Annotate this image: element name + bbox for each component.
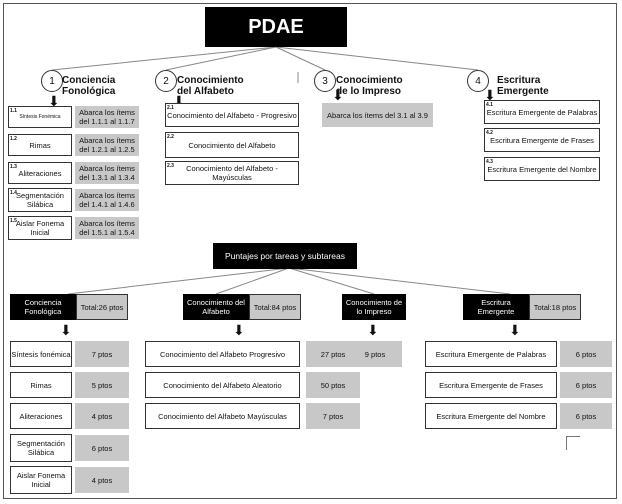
score-item-points: 4 ptos — [75, 467, 129, 493]
score-item-points: 9 ptos — [348, 341, 402, 367]
category-label: Conciencia Fonológica — [62, 75, 116, 97]
arrow-down-icon: ⬇ — [332, 87, 344, 103]
arrow-down-icon: ⬇ — [509, 322, 521, 338]
score-item-label: Aliteraciones — [10, 403, 72, 429]
connector-line — [275, 46, 479, 71]
score-item-points: 50 ptos — [306, 372, 360, 398]
score-item-points: 4 ptos — [75, 403, 129, 429]
score-group-label: Conciencia Fonológica — [10, 294, 76, 320]
arrow-down-icon: ⬇ — [173, 93, 185, 109]
item-range: Abarca los ítems del 3.1 al 3.9 — [322, 103, 433, 127]
category-label: Conocimiento del Alfabeto — [177, 75, 244, 97]
item-range: Abarca los ítems del 1.5.1 al 1.5.4 — [75, 217, 139, 239]
item-range: Abarca los ítems del 1.4.1 al 1.4.6 — [75, 189, 139, 211]
score-item-label: Conocimiento del Alfabeto Aleatorio — [145, 372, 300, 398]
connector-line — [51, 46, 277, 71]
arrow-down-icon: ⬇ — [484, 87, 496, 103]
connector-line — [67, 267, 290, 295]
score-item-points: 7 ptos — [75, 341, 129, 367]
score-item-points: 6 ptos — [560, 341, 612, 367]
score-group-total: Total:26 ptos — [76, 294, 128, 320]
score-item-label: Conocimiento del Alfabeto Mayúsculas — [145, 403, 300, 429]
score-item-label: Escritura Emergente de Palabras — [425, 341, 557, 367]
connector-line — [215, 267, 290, 295]
score-item-label: Escritura Emergente del Nombre — [425, 403, 557, 429]
arrow-down-icon: ⬇ — [367, 322, 379, 338]
score-group-total: Total:84 ptos — [249, 294, 301, 320]
score-group-label: Conocimiento del Alfabeto — [183, 294, 249, 320]
category-label: Escritura Emergente — [497, 75, 549, 97]
arrow-down-icon: ⬇ — [48, 93, 60, 109]
category-number: 3 — [314, 70, 336, 92]
connector-line — [275, 46, 326, 71]
score-item-label: Síntesis fonémica — [10, 341, 72, 367]
connector-line — [165, 46, 277, 71]
score-item-points: 5 ptos — [75, 372, 129, 398]
score-item-points: 6 ptos — [560, 403, 612, 429]
connector-line — [288, 267, 375, 295]
arrow-down-icon: ⬇ — [60, 322, 72, 338]
corner-mark — [566, 436, 580, 450]
score-item-label: Segmentación Silábica — [10, 434, 72, 462]
score-item-points: 6 ptos — [560, 372, 612, 398]
category-number: 4 — [467, 70, 489, 92]
category-number: 1 — [41, 70, 63, 92]
page-title: PDAE — [205, 7, 347, 47]
score-item-label: Aislar Fonema Inicial — [10, 466, 72, 494]
arrow-down-icon: ⬇ — [233, 322, 245, 338]
scores-banner: Puntajes por tareas y subtareas — [213, 243, 357, 269]
item-range: Abarca los ítems del 1.1.1 al 1.1.7 — [75, 106, 139, 128]
score-item-label: Conocimiento del Alfabeto Progresivo — [145, 341, 300, 367]
item-range: Abarca los ítems del 1.3.1 al 1.3.4 — [75, 162, 139, 184]
category-label: Conocimiento de lo Impreso — [336, 75, 403, 97]
score-group-label: Escritura Emergente — [463, 294, 529, 320]
score-group-label: Conocimiento de lo Impreso — [342, 294, 406, 320]
score-item-points: 7 ptos — [306, 403, 360, 429]
score-group-total: Total:18 ptos — [529, 294, 581, 320]
connector-line — [288, 267, 511, 295]
score-item-label: Rimas — [10, 372, 72, 398]
item-range: Abarca los ítems del 1.2.1 al 1.2.5 — [75, 134, 139, 156]
category-number: 2 — [155, 70, 177, 92]
score-item-points: 6 ptos — [75, 435, 129, 461]
diagram-frame — [3, 3, 617, 499]
score-item-label: Escritura Emergente de Frases — [425, 372, 557, 398]
